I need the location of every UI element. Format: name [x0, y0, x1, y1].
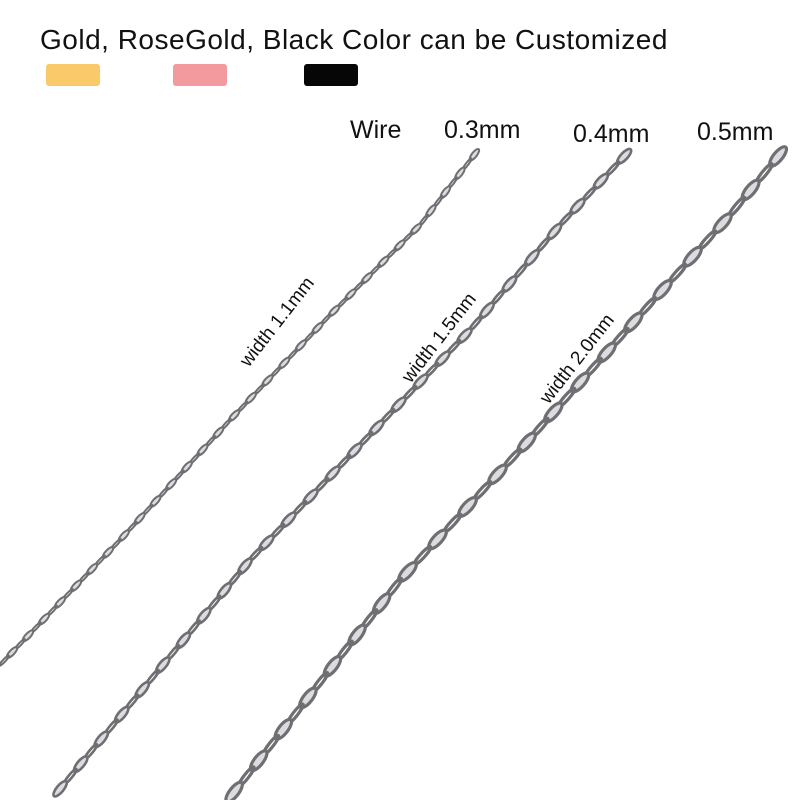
chain-2	[52, 147, 633, 798]
chain-link	[569, 371, 591, 394]
chain-link	[543, 401, 564, 424]
chain-link	[224, 780, 244, 800]
wire-size-0-5: 0.5mm	[697, 118, 774, 146]
chain-3	[224, 145, 789, 800]
wire-size-0-3: 0.3mm	[444, 116, 521, 144]
gold-color-swatch	[46, 64, 100, 86]
headline: Gold, RoseGold, Black Color can be Custo…	[40, 24, 668, 55]
chain-1	[0, 147, 481, 667]
wire-size-0-4: 0.4mm	[573, 120, 650, 148]
chain-link	[623, 311, 644, 334]
black-color-swatch	[304, 64, 358, 86]
chain-link	[596, 341, 617, 364]
chain-link	[0, 654, 10, 667]
chain-link	[52, 779, 69, 798]
rosegold-color-swatch	[173, 64, 227, 86]
wire-label: Wire	[350, 116, 402, 144]
